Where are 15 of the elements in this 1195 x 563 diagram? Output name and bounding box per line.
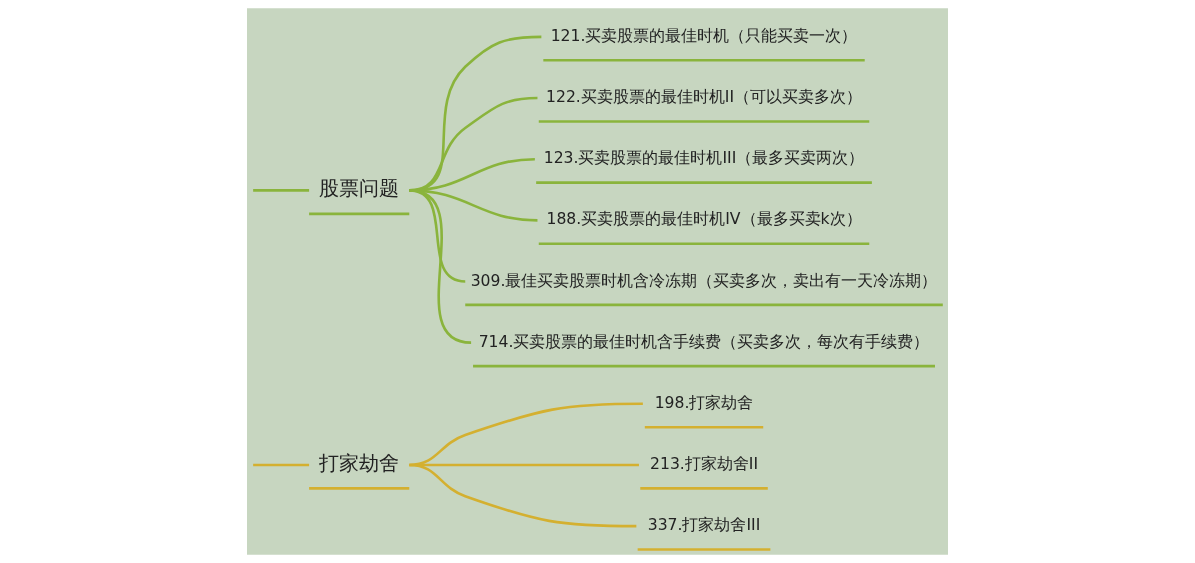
node-text: 309.最佳买卖股票时机含冷冻期（买卖多次，卖出有一天冷冻期） [470,271,938,290]
node-text: 121.买卖股票的最佳时机（只能买卖一次） [550,26,858,45]
connector [409,463,637,528]
node-text: 213.打家劫舍II [650,455,758,474]
node-text: 打家劫舍 [319,451,400,475]
connector [253,463,310,467]
node-text: 198.打家劫舍 [654,393,754,412]
node-text: 股票问题 [319,176,400,200]
node-text: 123.买卖股票的最佳时机III（最多买卖两次） [543,149,865,168]
node-text: 188.买卖股票的最佳时机IV（最多买卖k次） [546,210,862,229]
node-text: 337.打家劫舍III [647,516,761,535]
connector [409,189,472,344]
connector [253,189,310,192]
node-text: 122.买卖股票的最佳时机II（可以买卖多次） [546,88,862,107]
node-text: 714.买卖股票的最佳时机含手续费（买卖多次，每次有手续费） [478,332,930,351]
